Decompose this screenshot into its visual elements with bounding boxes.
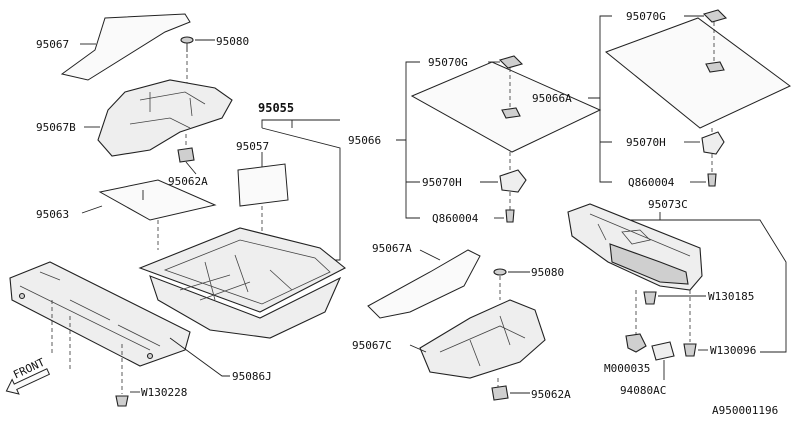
- label-95070G-mid: 95070G: [428, 56, 468, 69]
- leader-95067C: [409, 344, 427, 353]
- label-Q860004-mid: Q860004: [432, 212, 479, 225]
- part-95057-pad: [237, 163, 289, 207]
- label-M000035: M000035: [604, 362, 650, 375]
- part-95067C-detail: [439, 315, 526, 367]
- part-95063-board: [98, 179, 217, 221]
- part-95070G-pad-right: [702, 9, 728, 23]
- part-95055-tub-body: [149, 275, 342, 339]
- part-95086J-detail: [19, 271, 161, 351]
- part-95067B-detail: [129, 91, 206, 129]
- label-95070H-right: 95070H: [626, 136, 666, 149]
- part-95070H-latch-right: [701, 131, 725, 155]
- part-95070G-pad-mid: [498, 55, 524, 69]
- part-95073C-detail: [589, 213, 691, 257]
- leader-95063: [81, 205, 103, 214]
- part-95067-mat: [60, 13, 191, 81]
- part-95067A-mat: [367, 249, 481, 319]
- diagram-id: A950001196: [712, 404, 778, 417]
- part-95066A-panel: [605, 17, 791, 129]
- label-Q860004-right: Q860004: [628, 176, 675, 189]
- label-95055: 95055: [258, 101, 294, 115]
- label-94080AC: 94080AC: [620, 384, 666, 397]
- label-95080-bottom: 95080: [531, 266, 564, 279]
- part-95073C-inner: [609, 243, 689, 285]
- label-95073C: 95073C: [648, 198, 688, 211]
- part-W130185-clip: [643, 291, 657, 305]
- label-95066: 95066: [348, 134, 381, 147]
- part-95067B-block: [97, 79, 233, 157]
- label-95067C: 95067C: [352, 339, 392, 352]
- part-95086J-bolt-a: [18, 292, 26, 300]
- label-W130185: W130185: [708, 290, 754, 303]
- part-Q860004-screw-right: [707, 173, 717, 187]
- part-95086J-crossmember: [9, 261, 191, 367]
- label-W130096: W130096: [710, 344, 756, 357]
- part-95080-clip-top: [180, 36, 194, 44]
- label-95067: 95067: [36, 38, 69, 51]
- label-W130228: W130228: [141, 386, 187, 399]
- label-95067B: 95067B: [36, 121, 76, 134]
- part-95067C-block: [419, 299, 546, 379]
- part-95086J-bolt-b: [146, 352, 154, 360]
- part-W130096-clip: [683, 343, 697, 357]
- bracket-95066: [396, 61, 420, 219]
- label-95070G-right: 95070G: [626, 10, 666, 23]
- part-95070H-latch-mid: [499, 169, 527, 193]
- bracket-95073C: [610, 212, 787, 353]
- part-95055-tub-rim: [138, 227, 347, 313]
- label-95062A-top: 95062A: [168, 175, 208, 188]
- label-95070H-mid: 95070H: [422, 176, 462, 189]
- bracket-95066A: [588, 15, 612, 183]
- label-95066A: 95066A: [532, 92, 572, 105]
- front-arrow-icon: [5, 368, 51, 395]
- part-Q860004-screw-mid: [505, 209, 515, 223]
- part-W130228-bolt: [115, 395, 129, 407]
- part-95062A-bottom: [491, 385, 509, 401]
- label-95067A: 95067A: [372, 242, 412, 255]
- leader-95062A-top: [185, 161, 197, 175]
- part-94080AC-clip: [651, 341, 675, 361]
- label-95063: 95063: [36, 208, 69, 221]
- part-95066-panel: [410, 61, 602, 153]
- part-95070G-cap-mid: [501, 107, 521, 119]
- part-95070G-cap-right: [705, 61, 725, 73]
- leader-95086J: [169, 337, 230, 377]
- part-95062A-top: [177, 147, 195, 163]
- label-95057: 95057: [236, 140, 269, 153]
- label-95086J: 95086J: [232, 370, 272, 383]
- part-95055-tub-inner: [163, 239, 331, 305]
- part-95080-clip-bottom: [493, 268, 507, 276]
- label-95062A-bottom: 95062A: [531, 388, 571, 401]
- part-M000035-screw: [625, 333, 647, 353]
- leader-95067A: [419, 249, 441, 261]
- label-95080-top: 95080: [216, 35, 249, 48]
